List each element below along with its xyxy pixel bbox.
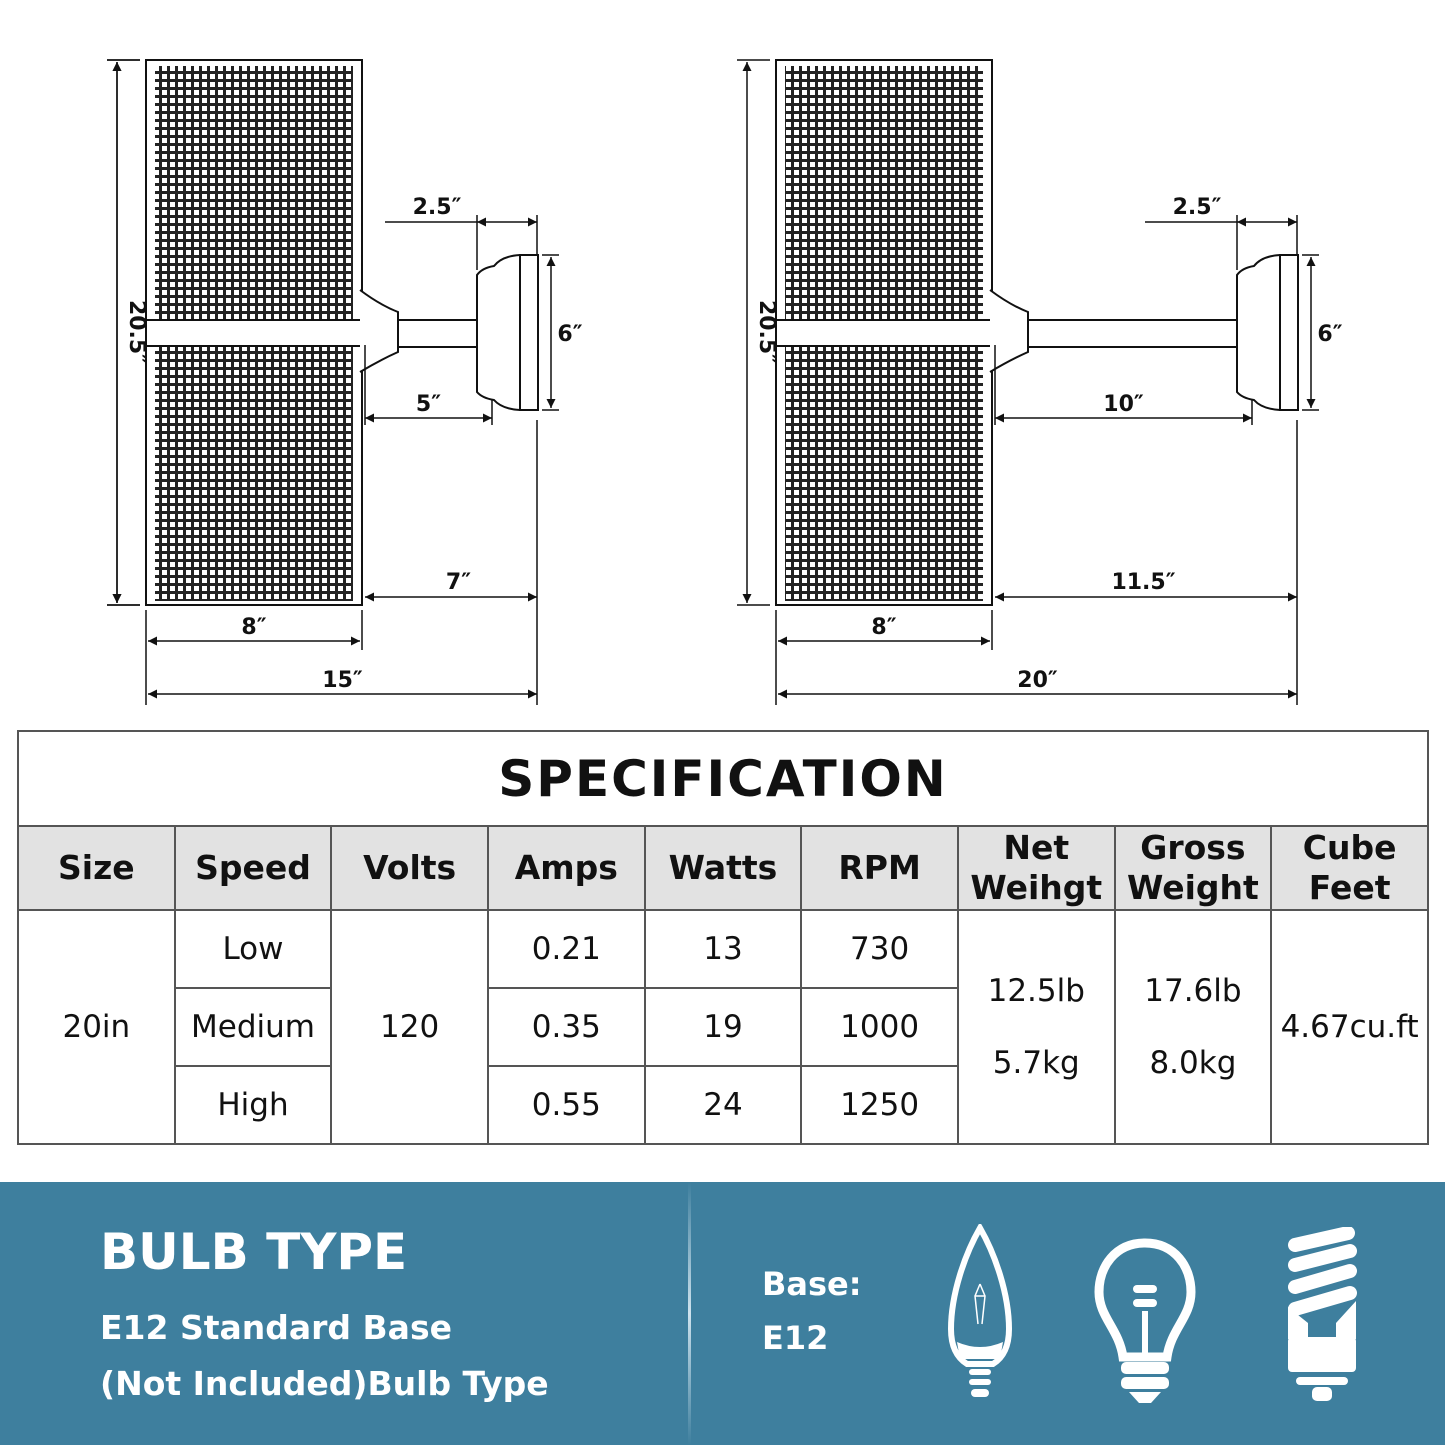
cfl-spiral-bulb-icon <box>1288 1227 1357 1401</box>
width-label: 8″ <box>871 615 896 640</box>
header-volts: Volts <box>330 825 489 911</box>
dimension-diagrams: 20.5″ 2.5″ 6″ 5″ 7″ 8″ 15″ 20.5″ 2.5″ 6″ 10″ 11.5″… <box>107 59 1343 705</box>
canopy-height-label: 6″ <box>557 322 582 347</box>
header-cube-feet: Cube Feet <box>1270 825 1429 911</box>
arm-length-label: 10″ <box>1103 392 1144 417</box>
header-amps: Amps <box>486 825 646 911</box>
total-depth-label: 20″ <box>1017 668 1058 693</box>
candle-bulb-icon <box>947 1224 1013 1397</box>
table-row: 20in Low 120 0.21 13 730 12.5lb 5.7kg 17… <box>17 909 1429 1145</box>
canopy <box>1236 253 1281 412</box>
mounting-rod <box>1027 319 1238 348</box>
bulb-type-banner: BULB TYPE E12 Standard Base (Not Include… <box>0 1182 1445 1445</box>
extension-label: 7″ <box>446 570 471 595</box>
speed-cell: Low <box>173 909 333 989</box>
base-label: Base: <box>762 1265 862 1303</box>
cube-feet-cell: 4.67cu.ft <box>1270 909 1429 1145</box>
gross-weight-kg: 8.0kg <box>1149 1045 1237 1081</box>
amps-cell: 0.55 <box>486 1065 646 1145</box>
diagram-short-arm: 20.5″ 2.5″ 6″ 5″ 7″ 8″ 15″ <box>107 59 583 705</box>
arm-length-label: 5″ <box>416 392 441 417</box>
center-band <box>775 319 993 347</box>
header-rpm: RPM <box>800 825 959 911</box>
speed-cell: High <box>173 1065 333 1145</box>
spec-title: SPECIFICATION <box>17 730 1429 827</box>
canopy-depth-label: 2.5″ <box>1173 195 1222 220</box>
wall-plate <box>1279 254 1299 411</box>
header-size: Size <box>17 825 176 911</box>
watts-cell: 13 <box>643 909 803 989</box>
bulb-line-1: E12 Standard Base <box>100 1308 452 1347</box>
width-label: 8″ <box>241 615 266 640</box>
header-speed: Speed <box>173 825 333 911</box>
wall-plate <box>519 254 539 411</box>
extension-label: 11.5″ <box>1111 570 1175 595</box>
divider <box>688 1182 691 1445</box>
canopy-height-label: 6″ <box>1317 322 1342 347</box>
rpm-cell: 730 <box>800 909 959 989</box>
canopy <box>476 253 521 412</box>
height-label: 20.5″ <box>124 300 149 364</box>
center-band <box>145 319 363 347</box>
header-gross-weight: Gross Weight <box>1113 825 1273 911</box>
size-cell: 20in <box>17 909 176 1145</box>
amps-cell: 0.21 <box>486 909 646 989</box>
header-net-weight: Net Weihgt <box>956 825 1116 911</box>
height-label: 20.5″ <box>754 300 779 364</box>
canopy-depth-label: 2.5″ <box>413 195 462 220</box>
watts-cell: 19 <box>643 987 803 1067</box>
volts-cell: 120 <box>330 909 489 1145</box>
rpm-cell: 1250 <box>800 1065 959 1145</box>
incandescent-bulb-icon <box>1094 1238 1196 1403</box>
speed-cell: Medium <box>173 987 333 1067</box>
bulb-type-title: BULB TYPE <box>100 1223 408 1281</box>
watts-cell: 24 <box>643 1065 803 1145</box>
total-depth-label: 15″ <box>322 668 363 693</box>
net-weight-lb: 12.5lb <box>987 973 1085 1009</box>
amps-cell: 0.35 <box>486 987 646 1067</box>
table-row: Medium 0.35 19 1000 <box>18 987 1428 1067</box>
net-weight-kg: 5.7kg <box>992 1045 1080 1081</box>
diagram-long-arm: 20.5″ 2.5″ 6″ 10″ 11.5″ 8″ 20″ <box>107 59 1343 705</box>
bulb-line-2: (Not Included)Bulb Type <box>100 1364 549 1403</box>
rpm-cell: 1000 <box>800 987 959 1067</box>
mounting-rod <box>397 319 478 348</box>
gross-weight-lb: 17.6lb <box>1144 973 1242 1009</box>
base-value: E12 <box>762 1319 829 1357</box>
gross-weight-cell: 17.6lb 8.0kg <box>1113 909 1273 1145</box>
header-watts: Watts <box>643 825 803 911</box>
net-weight-cell: 12.5lb 5.7kg <box>956 909 1116 1145</box>
specification-table: SPECIFICATION Size Speed Volts Amps Watt… <box>17 730 1429 1145</box>
table-row: High 0.55 24 1250 <box>18 1065 1428 1145</box>
